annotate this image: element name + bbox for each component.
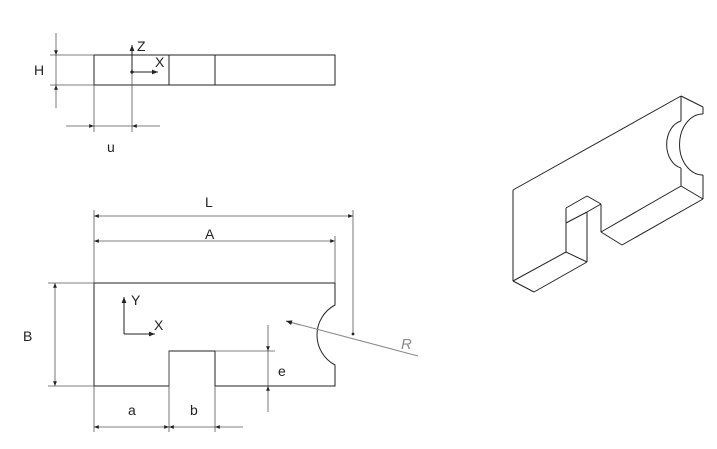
- front-axis-x-label: X: [154, 317, 164, 333]
- top-axes: Z X: [129, 38, 165, 75]
- dim-b-height-label: B: [23, 328, 32, 344]
- iso-slot-top-right: [586, 203, 602, 213]
- dim-h: H: [34, 33, 94, 108]
- dim-l-label: L: [205, 194, 213, 210]
- dim-u-label: u: [107, 139, 115, 155]
- dim-a-b: a b: [93, 351, 243, 432]
- top-axis-z-label: Z: [137, 38, 146, 54]
- dim-r-label: R: [401, 336, 412, 353]
- iso-arc-cut-edge: [666, 120, 682, 169]
- front-view: L A B a b: [23, 194, 419, 432]
- iso-top-back-edge: [512, 95, 682, 191]
- front-view-outline: [93, 282, 336, 387]
- front-axis-y-label: Y: [131, 292, 141, 308]
- dim-a-label: A: [205, 226, 215, 242]
- dim-a: A: [94, 226, 336, 283]
- iso-left-block-top: [512, 251, 567, 282]
- top-view: H u Z X: [34, 33, 336, 155]
- dim-e-label: e: [278, 363, 286, 379]
- dim-r: R: [285, 320, 419, 357]
- iso-left-block-front: [533, 261, 588, 293]
- iso-front-right-top: [600, 185, 682, 233]
- top-axis-x-label: X: [155, 54, 165, 70]
- iso-slot-front-top: [586, 195, 602, 205]
- iso-slot-back-edge: [565, 211, 588, 224]
- iso-front-bottom-right: [621, 198, 704, 246]
- dim-l: L: [93, 194, 355, 336]
- isometric-view: [512, 95, 704, 293]
- dim-slot-width-label: b: [190, 402, 198, 418]
- iso-top-right-edge: [680, 95, 704, 108]
- dim-h-label: H: [34, 62, 44, 78]
- dim-u: u: [66, 72, 160, 155]
- dim-slot-offset-label: a: [128, 402, 136, 418]
- front-axes: Y X: [121, 292, 164, 337]
- dim-e: e: [215, 325, 286, 412]
- dim-b-height: B: [23, 282, 94, 387]
- iso-arc-cut-outer: [679, 113, 704, 176]
